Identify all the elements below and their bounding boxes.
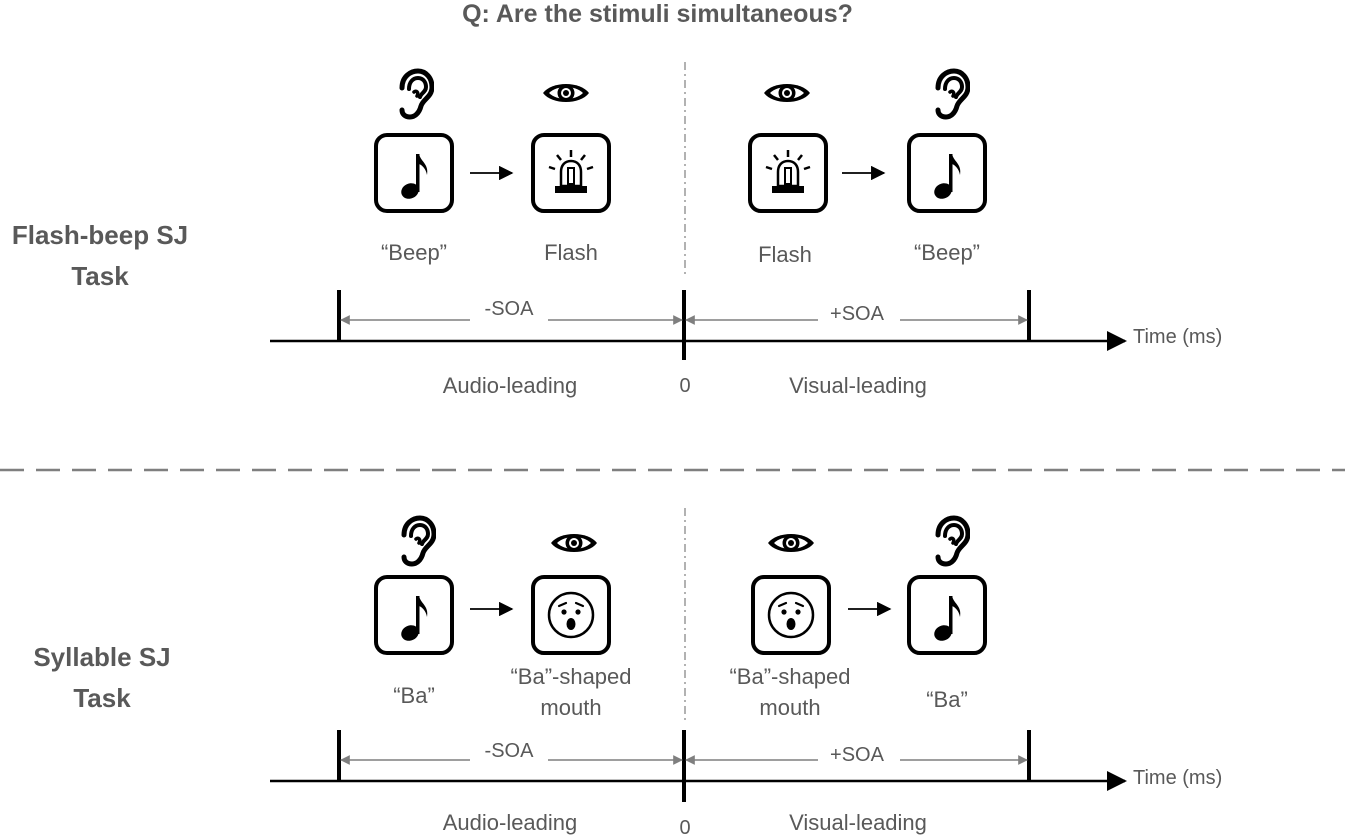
flash-beep-section: Flash-beep SJ Task “Beep” Flash Flash “B…: [11, 62, 1223, 398]
zero-label: 0: [679, 375, 691, 397]
visual-leading-label: Visual-leading: [789, 373, 927, 398]
audio-leading-label: Audio-leading: [442, 373, 578, 398]
axis-label: Time (ms): [1133, 767, 1223, 789]
task-label: Syllable SJ Task: [33, 642, 171, 713]
pos-soa-label: +SOA: [830, 744, 884, 766]
stimulus-box-visual: [531, 575, 611, 655]
timeline: [270, 290, 1127, 360]
stimulus-box-audio: [907, 133, 987, 213]
stimulus-caption: “Ba”: [926, 687, 968, 712]
ear-icon: [930, 515, 970, 567]
eye-icon: [549, 528, 599, 558]
stimulus-box-audio: [907, 575, 987, 655]
timeline: [270, 730, 1127, 802]
stimulus-caption: “Beep”: [913, 240, 981, 265]
pos-soa-label: +SOA: [830, 303, 884, 325]
sequence-arrow: [842, 165, 886, 181]
stimulus-caption: “Ba”-shaped mouth: [729, 664, 851, 720]
sequence-arrow: [470, 601, 514, 617]
section-divider: [0, 468, 1345, 472]
stimulus-caption: “Beep”: [380, 240, 448, 265]
ear-icon: [396, 515, 436, 567]
stimulus-box-audio: [374, 575, 454, 655]
music-note-icon: [400, 593, 430, 643]
stimulus-box-visual: [751, 575, 831, 655]
stimulus-box-visual: [748, 133, 828, 213]
sequence-arrow: [470, 165, 514, 181]
center-divider: [684, 508, 686, 723]
stimulus-caption: Flash: [544, 240, 598, 265]
stimulus-box-audio: [374, 133, 454, 213]
surprised-face-icon: [546, 590, 596, 640]
stimulus-box-visual: [531, 133, 611, 213]
sequence-arrow: [848, 601, 892, 617]
stimulus-caption: “Ba”: [393, 683, 435, 708]
axis-label: Time (ms): [1133, 326, 1223, 348]
diagram-title: Q: Are the stimuli simultaneous?: [462, 0, 853, 28]
visual-leading-label: Visual-leading: [789, 810, 927, 835]
neg-soa-label: -SOA: [484, 740, 534, 762]
stimulus-caption: “Ba”-shaped mouth: [510, 664, 632, 720]
music-note-icon: [933, 593, 963, 643]
eye-icon: [766, 528, 816, 558]
neg-soa-label: -SOA: [484, 298, 534, 320]
audio-leading-label: Audio-leading: [442, 810, 578, 835]
zero-label: 0: [679, 817, 691, 839]
stimulus-caption: Flash: [758, 242, 812, 267]
task-label: Flash-beep SJ Task: [11, 220, 189, 291]
surprised-face-icon: [766, 590, 816, 640]
